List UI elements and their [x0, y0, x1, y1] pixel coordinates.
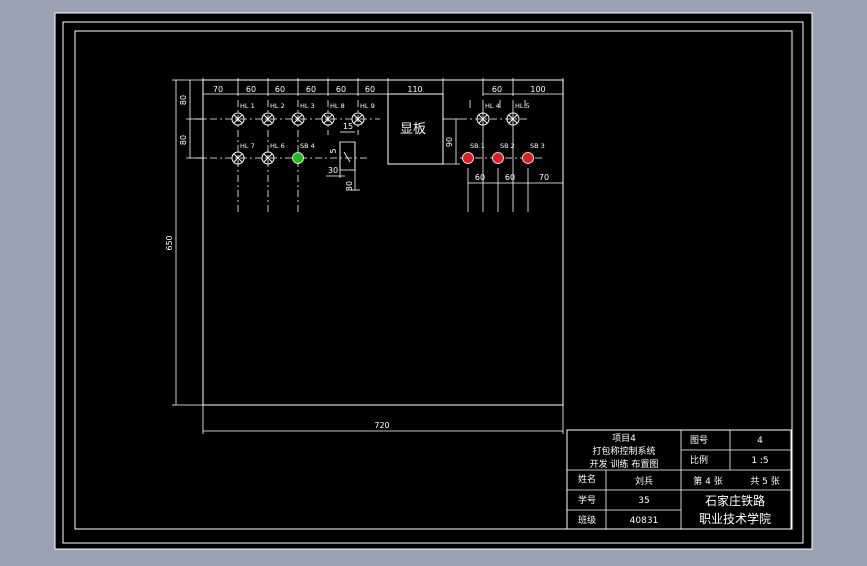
- dim-top-8: 100: [530, 85, 545, 94]
- button-sb1-red: [462, 152, 474, 164]
- school-name-line1: 石家庄铁路: [705, 493, 765, 508]
- lamp-hl5: [506, 112, 520, 126]
- dim-left-1: 80: [179, 135, 188, 145]
- display-label: 显板: [400, 122, 426, 137]
- dim-display-height: 90: [445, 137, 454, 147]
- name-label: 姓名: [578, 473, 596, 485]
- lamp-hl2: [261, 112, 275, 126]
- class-label: 班级: [578, 514, 596, 526]
- sheet-inner-border: [62, 21, 804, 544]
- lamp-hl1: [231, 112, 245, 126]
- dim-btn-1: 5: [329, 148, 338, 153]
- project-line2: 打包称控制系统: [592, 445, 655, 457]
- label-hl6: HL 6: [270, 142, 285, 150]
- selector-switch: [339, 141, 356, 171]
- button-sb3-red: [522, 152, 534, 164]
- school-name-line2: 职业技术学院: [699, 511, 771, 526]
- student-no-label: 学号: [578, 494, 596, 506]
- dim-btn-0: 15: [343, 122, 353, 131]
- project-line1: 项目4: [612, 433, 636, 444]
- dim-btn-2: 30: [328, 166, 338, 175]
- component-labels: HL 1 HL 2 HL 3 HL 8 HL 9 HL 4 HL 5 HL 7 …: [240, 102, 545, 150]
- label-sb2: SB 2: [500, 142, 515, 150]
- button-sb2-red: [492, 152, 504, 164]
- drawing-no-label: 图号: [690, 435, 708, 446]
- drawing-sheet: [54, 12, 813, 550]
- indicator-lamps: [231, 112, 520, 165]
- dimension-texts: 70 60 60 60 60 60 110 60 100 80 80 650 7…: [165, 85, 549, 430]
- label-hl1: HL 1: [240, 102, 255, 110]
- lamp-hl4: [476, 112, 490, 126]
- dim-left-0: 80: [179, 95, 188, 105]
- scale-value: 1 :5: [751, 456, 768, 466]
- label-hl7: HL 7: [240, 142, 255, 150]
- panel-outline: [202, 79, 564, 406]
- dim-top-0: 70: [213, 85, 223, 94]
- dim-btn-3: 30: [345, 181, 354, 191]
- dim-top-2: 60: [275, 85, 285, 94]
- project-line3: 开发 训练 布置图: [590, 458, 659, 470]
- label-hl5: HL 5: [515, 102, 530, 110]
- dim-top-3: 60: [306, 85, 316, 94]
- dim-left-2: 650: [165, 235, 174, 250]
- dim-right-0: 60: [475, 173, 485, 182]
- label-hl9: HL 9: [360, 102, 375, 110]
- dim-top-4: 60: [336, 85, 346, 94]
- dim-bottom-total: 720: [374, 421, 389, 430]
- dim-right-1: 60: [505, 173, 515, 182]
- lamp-hl9: [351, 112, 365, 126]
- label-hl2: HL 2: [270, 102, 285, 110]
- sheet-total: 共 5 张: [750, 476, 779, 487]
- label-sb3: SB 3: [530, 142, 545, 150]
- dim-top-1: 60: [246, 85, 256, 94]
- title-block: 项目4 打包称控制系统 开发 训练 布置图 图号 4 比例 1 :5 第 4 张…: [566, 429, 792, 530]
- dim-top-7: 60: [492, 85, 502, 94]
- name-value: 刘兵: [635, 475, 653, 487]
- lamp-hl3: [291, 112, 305, 126]
- lamp-hl8: [321, 112, 335, 126]
- label-sb1: SB 1: [470, 142, 485, 150]
- class-value: 40831: [630, 516, 659, 526]
- student-no-value: 35: [638, 496, 649, 506]
- lamp-hl7: [231, 151, 245, 165]
- label-hl3: HL 3: [300, 102, 315, 110]
- lamp-hl6: [261, 151, 275, 165]
- scale-label: 比例: [690, 454, 708, 466]
- sheet-number: 第 4 张: [693, 475, 722, 487]
- label-hl4: HL 4: [485, 102, 500, 110]
- dim-top-6: 110: [407, 85, 422, 94]
- label-hl8: HL 8: [330, 102, 345, 110]
- display-panel: [387, 93, 444, 165]
- dimension-lines: [172, 78, 564, 434]
- drawing-no-value: 4: [757, 436, 763, 446]
- dim-top-5: 60: [365, 85, 375, 94]
- dim-right-2: 70: [539, 173, 549, 182]
- drawing-frame: [74, 30, 793, 530]
- button-sb4-green: [292, 152, 304, 164]
- label-sb4: SB 4: [300, 142, 315, 150]
